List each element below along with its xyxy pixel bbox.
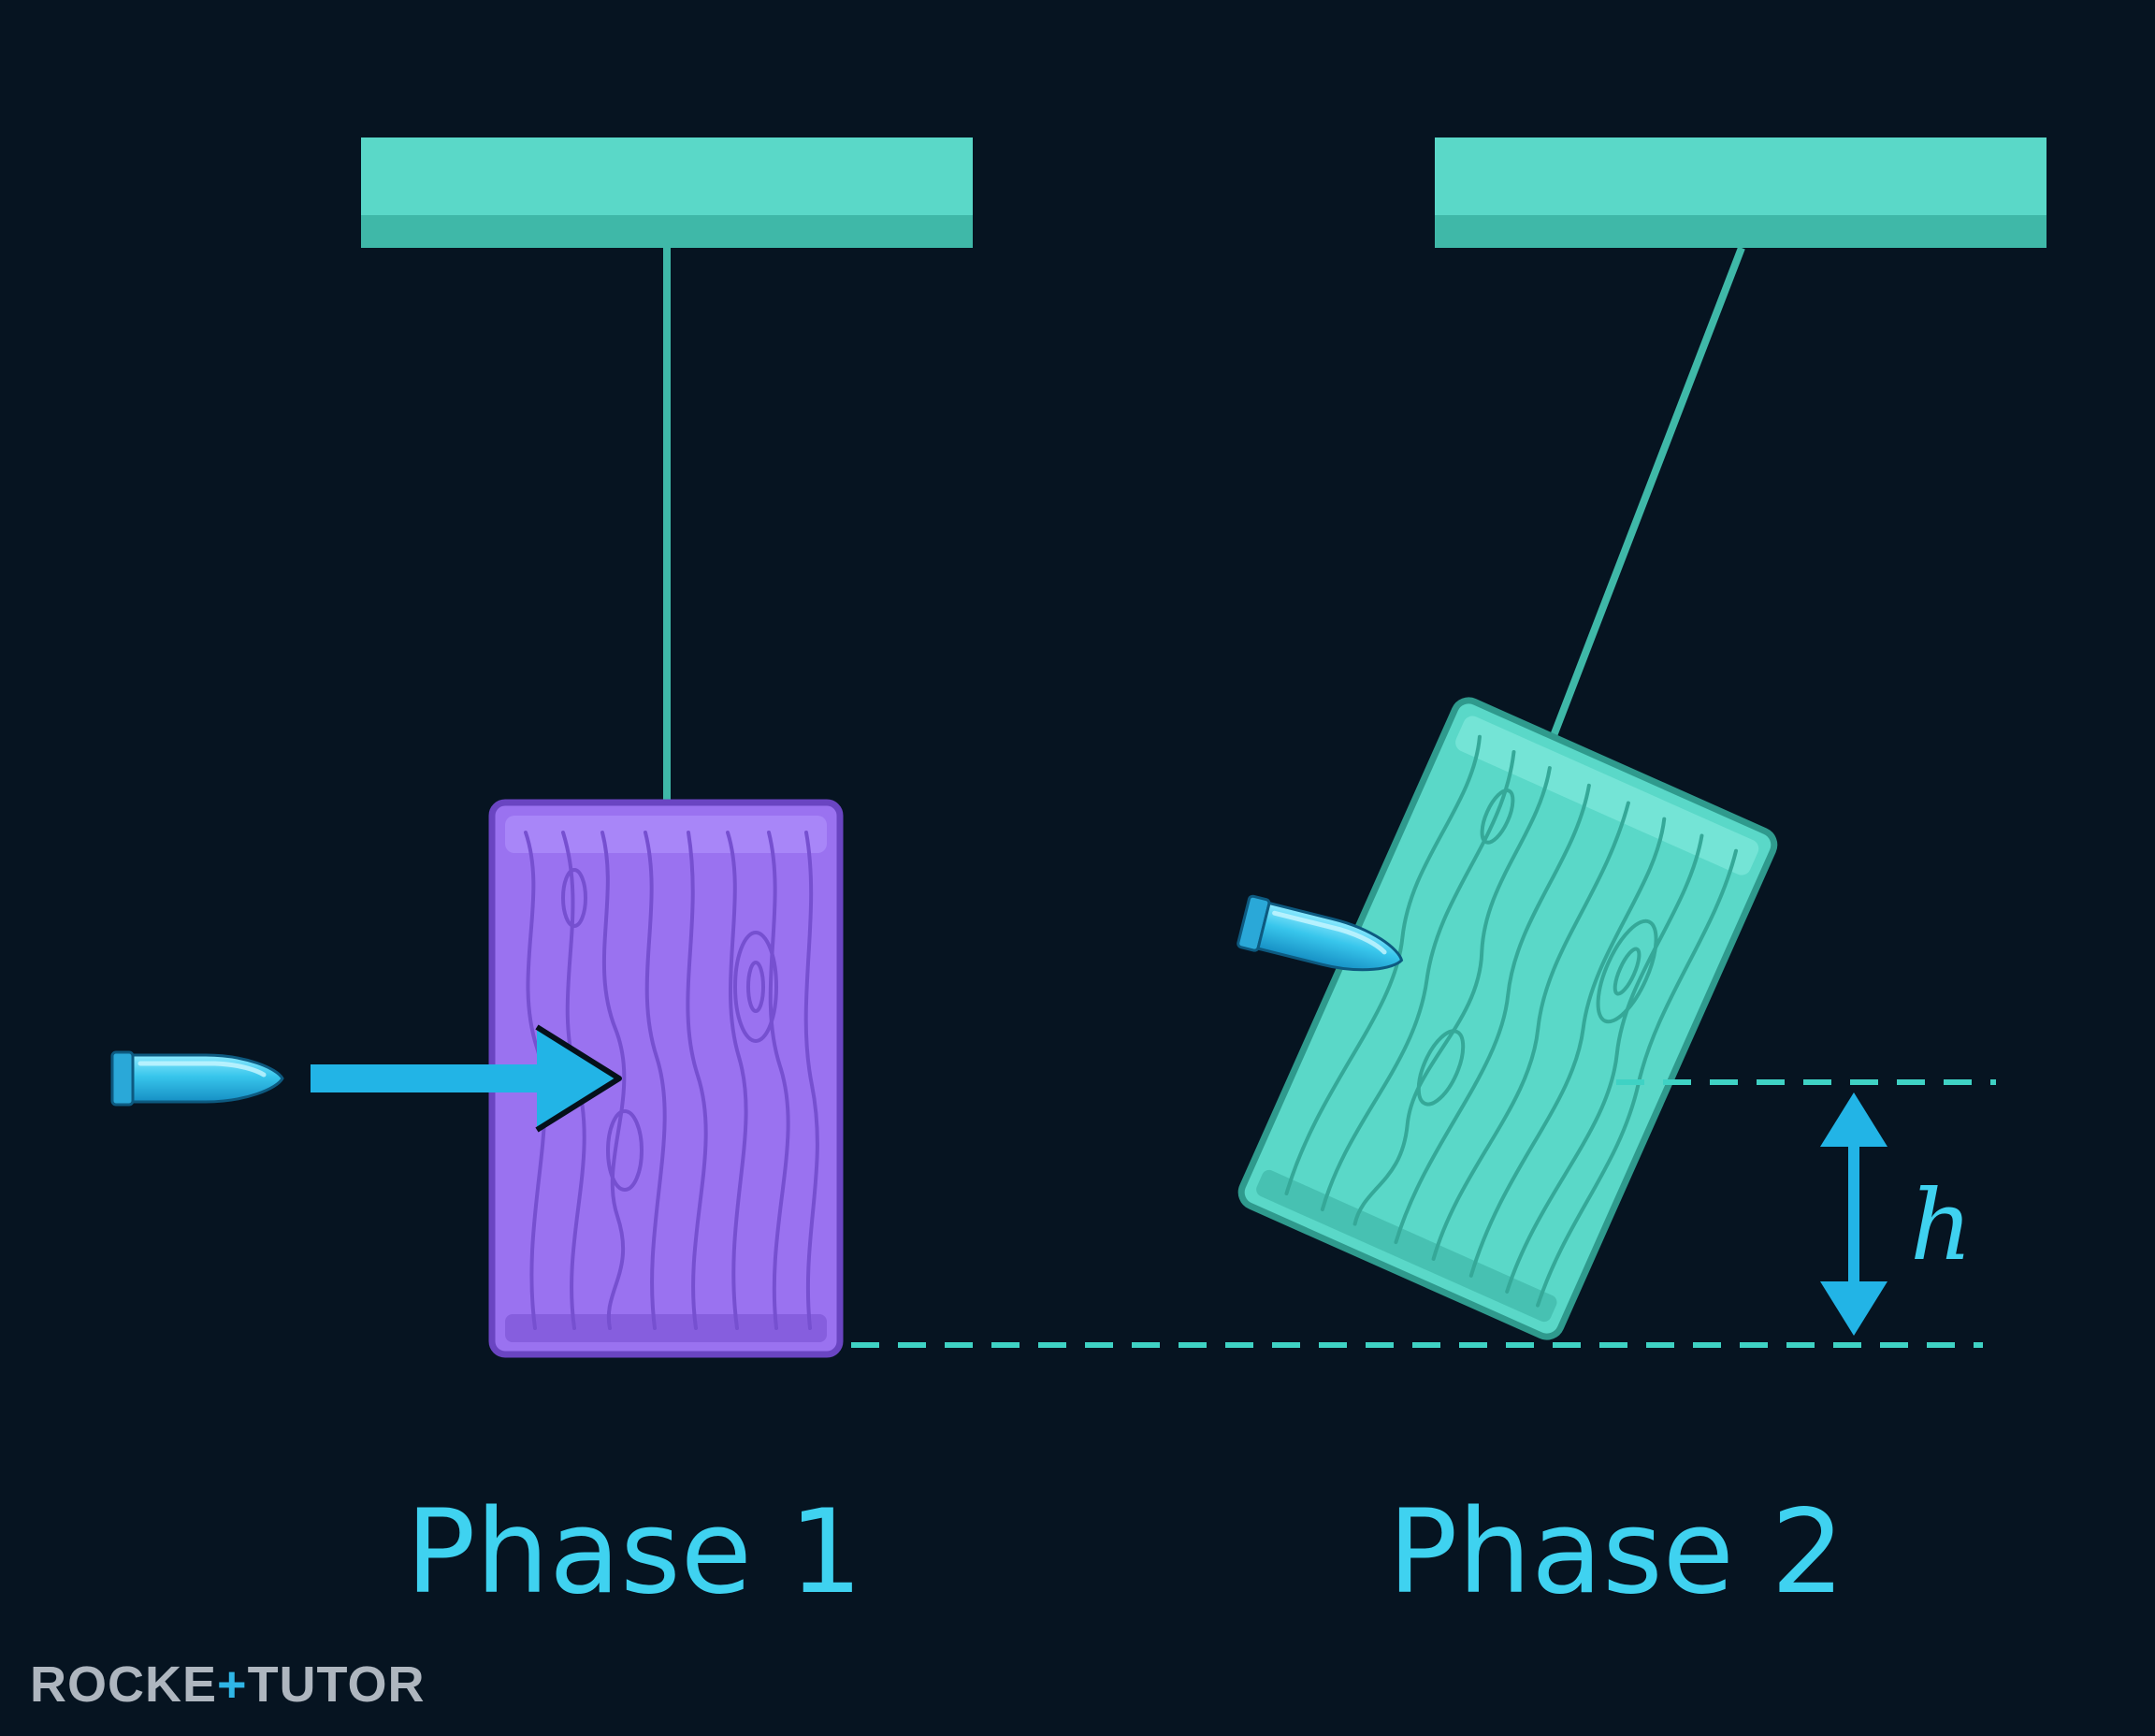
- phase1-bullet-icon: [110, 1050, 284, 1107]
- brand-logo-right: TUTOR: [247, 1656, 426, 1713]
- phase2-wooden-block: [1237, 697, 1778, 1340]
- phase2-label: Phase 2: [1388, 1485, 1845, 1620]
- phase2-embedded-bullet-icon: [1237, 894, 1404, 972]
- phase1-ceiling-support: [361, 137, 973, 248]
- phase1-label: Phase 1: [406, 1485, 863, 1620]
- phase2-ceiling-support: [1435, 137, 2047, 248]
- velocity-arrow-icon: [311, 1024, 622, 1133]
- brand-logo: ROCKE+TUTOR: [30, 1656, 426, 1714]
- brand-logo-left: ROCKE: [30, 1656, 218, 1713]
- height-double-arrow-icon: [1820, 1092, 1887, 1336]
- height-label: h: [1910, 1168, 1973, 1282]
- phase2-string: [1541, 246, 1745, 760]
- brand-logo-plus: +: [217, 1656, 248, 1713]
- phase1-wooden-block: [488, 799, 844, 1358]
